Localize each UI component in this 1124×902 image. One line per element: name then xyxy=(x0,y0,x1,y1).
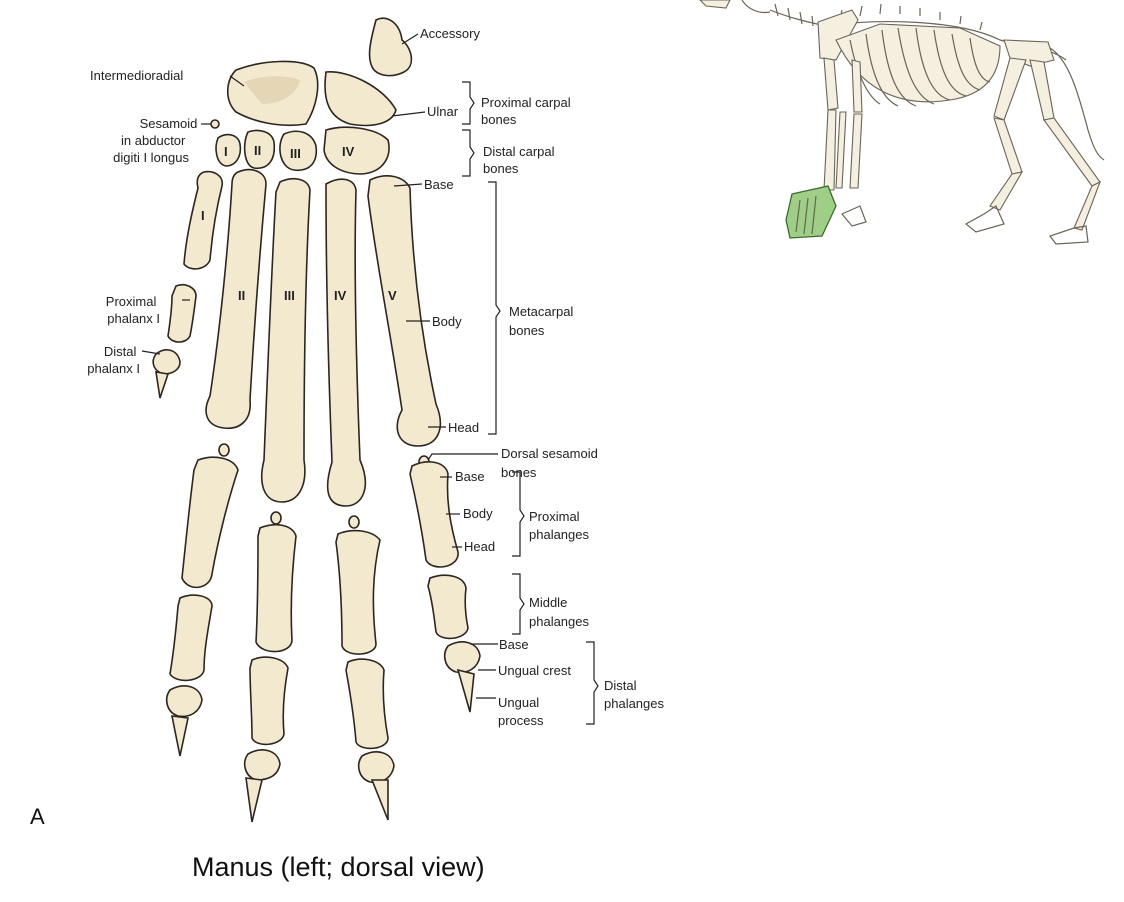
metacarpal-V xyxy=(367,175,442,447)
proximal-phalanx-II xyxy=(181,456,239,589)
numeral-carpal-III: III xyxy=(290,146,301,161)
label-body-mc: Body xyxy=(432,314,462,329)
labels: Accessory Intermedioradial Ulnar Proxima… xyxy=(87,26,664,728)
label-distal-carpal-bones: Distal carpal bones xyxy=(483,144,558,176)
label-base-dp: Base xyxy=(499,637,529,652)
middle-phalanx-V xyxy=(427,574,469,640)
metacarpal-II xyxy=(205,168,267,429)
dorsal-sesamoid-III xyxy=(270,511,282,525)
label-middle-phalanges: Middle phalanges xyxy=(529,595,589,629)
label-proximal-phalanges: Proximal phalanges xyxy=(529,509,589,542)
label-head-mc: Head xyxy=(448,420,479,435)
figure-caption: Manus (left; dorsal view) xyxy=(192,852,485,882)
proximal-phalanx-V xyxy=(409,461,459,568)
label-ungual-crest: Ungual crest xyxy=(498,663,571,678)
numeral-mc-III: III xyxy=(284,288,295,303)
proximal-phalanx-III xyxy=(255,523,297,653)
ulnar-carpal xyxy=(324,71,397,127)
carpal-I xyxy=(215,133,242,167)
dorsal-sesamoid-IV xyxy=(348,515,360,529)
panel-letter: A xyxy=(30,804,45,829)
carpal-IV xyxy=(323,126,390,175)
metacarpal-IV xyxy=(325,178,367,507)
label-proximal-phalanx-i: Proximal phalanx I xyxy=(106,294,160,326)
label-intermedioradial: Intermedioradial xyxy=(90,68,183,83)
label-head-pp: Head xyxy=(464,539,495,554)
leader-lines xyxy=(141,33,498,699)
sesamoid-abductor xyxy=(210,119,220,129)
distal-phalanx-IV xyxy=(357,751,395,784)
accessory-carpal xyxy=(368,17,413,77)
numeral-mc-II: II xyxy=(238,288,245,303)
skeleton-thumbnail xyxy=(699,0,1105,245)
metacarpal-III xyxy=(260,177,311,503)
carpal-III xyxy=(279,130,318,171)
middle-phalanx-III xyxy=(249,656,289,746)
label-distal-phalanx-i: Distal phalanx I xyxy=(87,344,140,376)
proximal-phalanx-IV xyxy=(335,529,381,655)
label-ungual-process: Ungual process xyxy=(498,695,544,728)
numeral-mc-I: I xyxy=(201,208,205,223)
middle-phalanx-IV xyxy=(345,658,389,750)
label-metacarpal-bones: Metacarpal bones xyxy=(509,304,577,338)
carpal-II xyxy=(243,129,276,169)
label-ulnar: Ulnar xyxy=(427,104,459,119)
dorsal-sesamoid-II xyxy=(218,443,230,457)
distal-phalanx-I xyxy=(152,349,181,375)
highlighted-manus xyxy=(785,185,837,239)
roman-numerals: I II III IV I II III IV V xyxy=(201,143,397,303)
numeral-carpal-IV: IV xyxy=(342,144,355,159)
metacarpal-I xyxy=(183,170,224,270)
label-proximal-carpal-bones: Proximal carpal bones xyxy=(481,95,574,127)
numeral-mc-IV: IV xyxy=(334,288,347,303)
label-base-mc: Base xyxy=(424,177,454,192)
label-dorsal-sesamoid-bones: Dorsal sesamoid bones xyxy=(501,446,601,480)
middle-phalanx-II xyxy=(169,594,213,682)
numeral-mc-V: V xyxy=(388,288,397,303)
braces xyxy=(462,81,599,725)
proximal-phalanx-I xyxy=(167,283,197,343)
distal-phalanx-V xyxy=(443,641,481,674)
label-distal-phalanges: Distal phalanges xyxy=(604,678,664,711)
label-sesamoid: Sesamoid in abductor digiti I longus xyxy=(113,116,201,165)
distal-phalanx-II xyxy=(165,685,203,718)
numeral-carpal-I: I xyxy=(224,144,228,159)
label-base-pp: Base xyxy=(455,469,485,484)
distal-phalanx-III xyxy=(243,749,281,781)
label-accessory: Accessory xyxy=(420,26,480,41)
label-body-pp: Body xyxy=(463,506,493,521)
bones xyxy=(152,17,481,823)
numeral-carpal-II: II xyxy=(254,143,261,158)
